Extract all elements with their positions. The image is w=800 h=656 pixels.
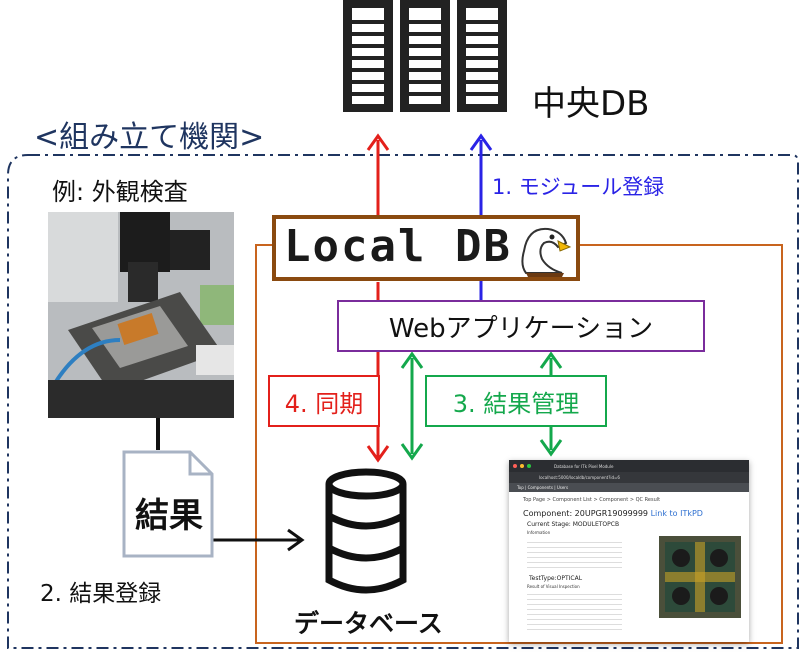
example-label: 例: 外観検査 <box>52 178 188 206</box>
browser-address-bar: localhost:5000/localdb/component?id=6 <box>509 472 749 483</box>
webapp-screenshot: Database for ITk Pixel Module localhost:… <box>509 460 749 642</box>
central-db-label: 中央DB <box>532 84 650 124</box>
browser-tab: Database for ITk Pixel Module <box>554 463 614 469</box>
server-rack-icon <box>343 0 393 112</box>
step4-box: 4. 同期 <box>268 375 380 427</box>
step2-label: 2. 結果登録 <box>40 581 162 607</box>
local-db-logo: Local DB <box>272 215 580 281</box>
module-chip-icon <box>659 536 741 618</box>
result-document-icon <box>122 450 214 558</box>
step1-label: 1. モジュール登録 <box>492 175 665 199</box>
visual-result-heading: Result of Visual Inspection <box>527 584 580 589</box>
web-app-box: Webアプリケーション <box>337 300 705 352</box>
database-label: データベース <box>294 609 443 638</box>
step3-box: 3. 結果管理 <box>425 375 607 427</box>
address-text: localhost:5000/localdb/component?id=6 <box>539 475 620 480</box>
organization-boundary <box>7 154 799 649</box>
server-rack-icon <box>457 0 507 112</box>
component-id: Component: 20UPGR19099999 <box>523 509 649 518</box>
organization-title: <組み立て機関> <box>34 120 265 155</box>
component-title: Component: 20UPGR19099999 Link to ITkPD <box>523 509 749 518</box>
step3-label: 3. 結果管理 <box>452 389 580 418</box>
info-table <box>527 538 622 568</box>
local-db-logo-text: Local DB <box>284 221 512 272</box>
information-heading: Information <box>527 530 551 535</box>
database-icon <box>325 468 407 594</box>
inspection-photo-art <box>48 212 234 418</box>
module-image <box>659 536 741 618</box>
current-stage: Current Stage: MODULETOPCB <box>527 521 620 528</box>
server-rack-icon <box>400 0 450 112</box>
browser-titlebar: Database for ITk Pixel Module <box>509 460 749 472</box>
web-app-label: Webアプリケーション <box>388 313 654 344</box>
breadcrumb: Top Page > Component List > Component > … <box>523 497 661 503</box>
itkpd-link: Link to ITkPD <box>650 509 703 518</box>
app-navbar: Top | Components | Users <box>509 483 749 492</box>
result-doc-label: 結果 <box>135 496 203 536</box>
step4-label: 4. 同期 <box>284 389 364 418</box>
nav-text: Top | Components | Users <box>517 485 569 490</box>
eagle-icon <box>521 227 572 277</box>
test-type: TestType:OPTICAL <box>529 575 583 582</box>
result-table <box>527 590 622 630</box>
